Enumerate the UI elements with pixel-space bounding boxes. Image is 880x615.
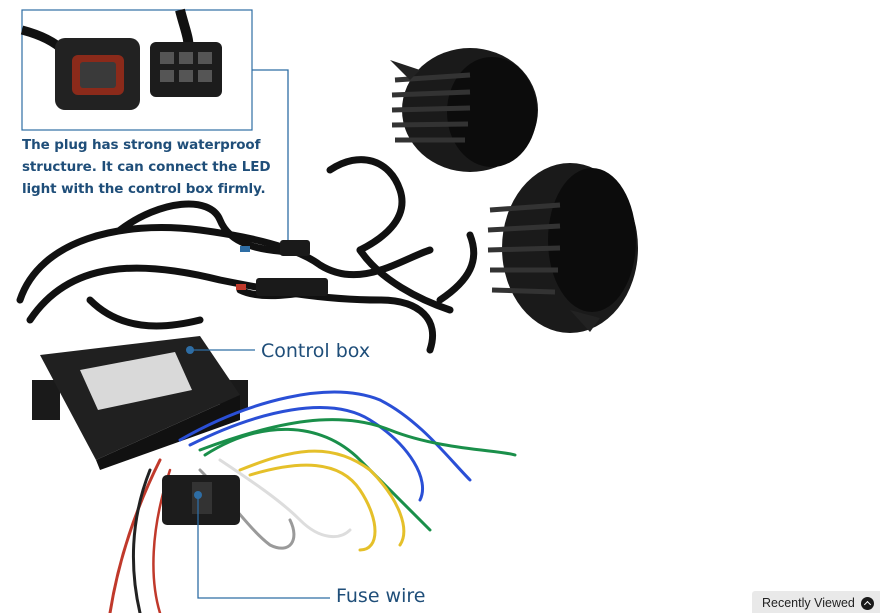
recently-viewed-label: Recently Viewed	[762, 596, 855, 610]
fog-light-lower	[487, 163, 638, 333]
plug-caption: The plug has strong waterproof structure…	[22, 134, 271, 200]
plug-caption-line: The plug has strong waterproof	[22, 137, 261, 153]
fuse-callout-dot	[194, 491, 202, 499]
control-box-callout-dot	[186, 346, 194, 354]
recently-viewed-button[interactable]: Recently Viewed	[752, 591, 880, 613]
fuse-wire-label: Fuse wire	[336, 585, 426, 607]
plug-caption-line: light with the control box firmly.	[22, 181, 266, 197]
fuse-callout-line	[197, 495, 330, 599]
control-box-device	[32, 336, 248, 470]
fuse-holder	[162, 475, 240, 525]
chevron-up-icon	[861, 597, 874, 610]
plug-inset	[20, 8, 253, 131]
plug-callout-line	[252, 69, 289, 248]
plug-caption-line: structure. It can connect the LED	[22, 159, 271, 175]
fog-light-upper	[390, 48, 538, 172]
control-box-label: Control box	[261, 340, 371, 362]
